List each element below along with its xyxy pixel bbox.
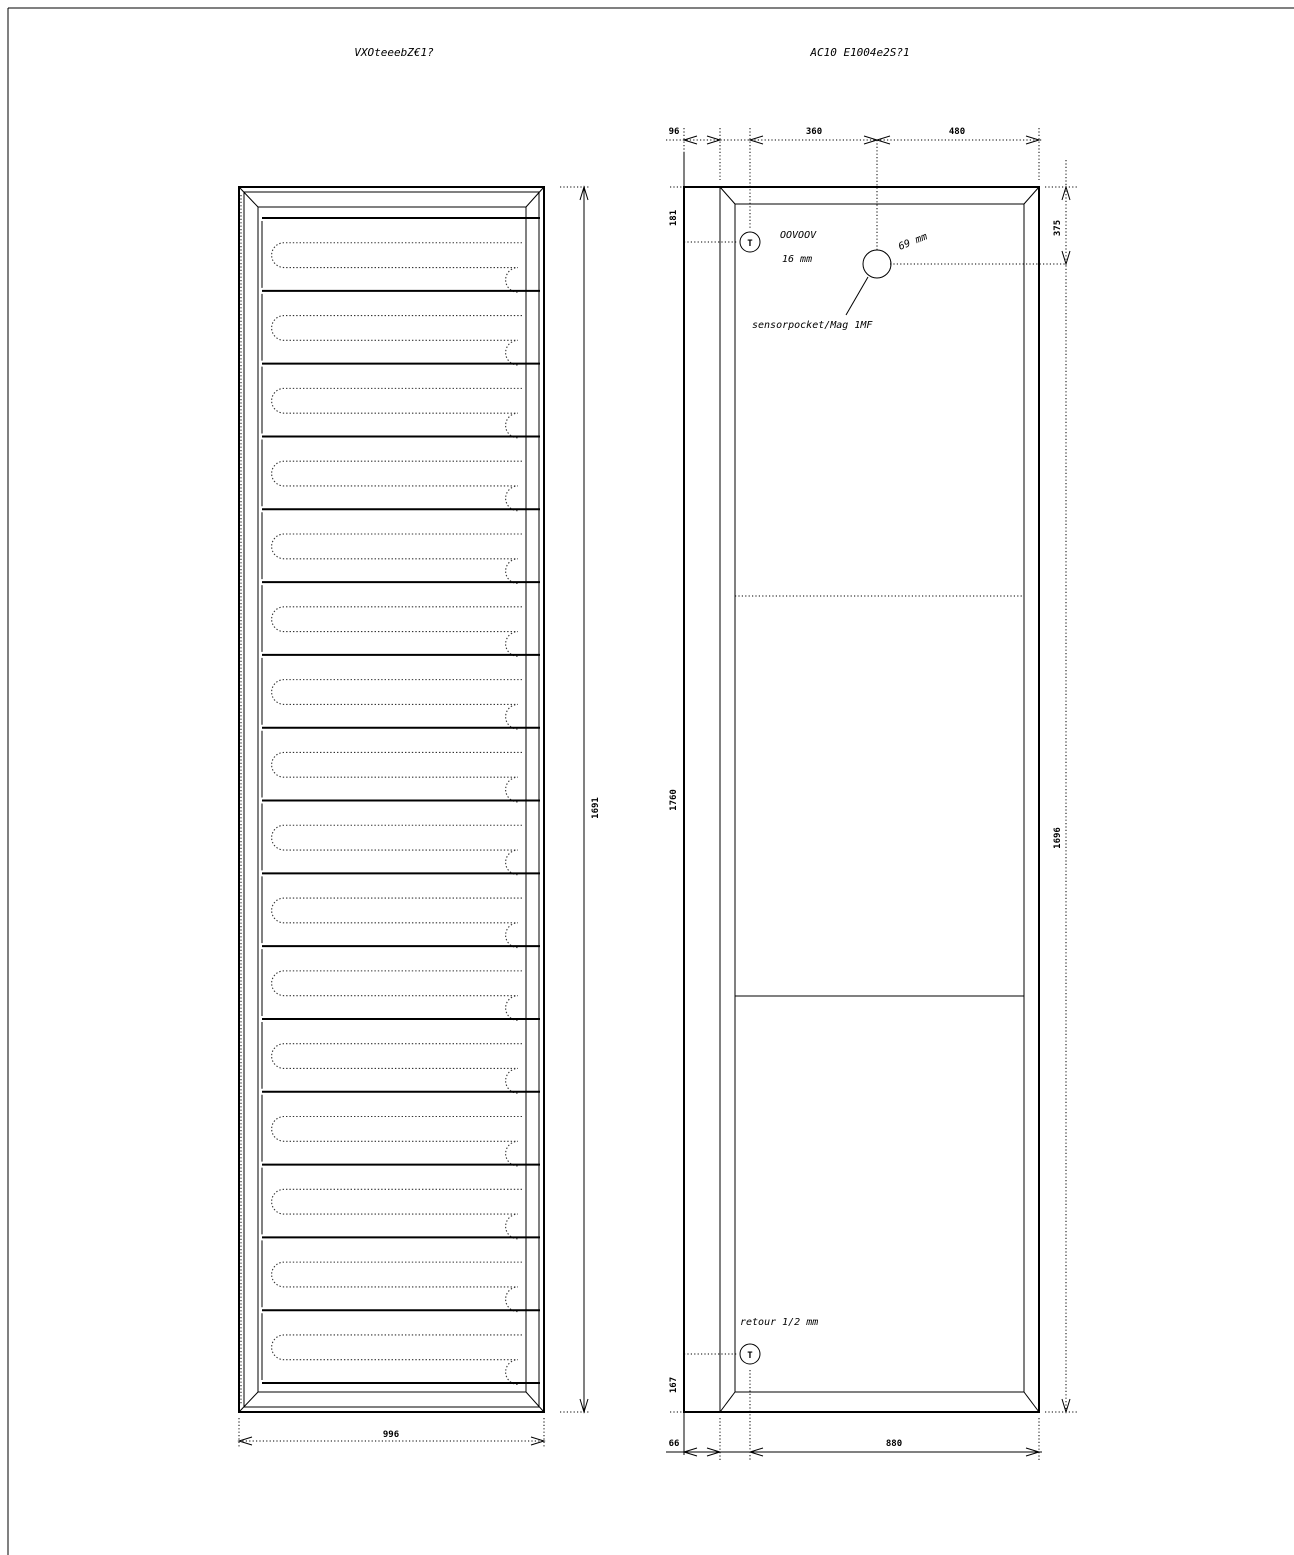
return-port-note: retour 1/2 mm — [740, 1317, 818, 1328]
supply-port-mark: T — [747, 239, 753, 249]
left-bottom-dim: 167 — [669, 1377, 679, 1393]
left-view: 1691 996 — [237, 185, 601, 1448]
top-dim-2: 360 — [806, 127, 822, 137]
heating-coil — [271, 242, 522, 293]
heating-coil — [271, 1188, 522, 1240]
heating-coil — [271, 1115, 522, 1167]
heating-coil — [271, 824, 522, 876]
sensor-pocket — [862, 249, 892, 279]
right-height-dim: 1696 — [1053, 827, 1063, 849]
heating-coil — [271, 387, 522, 439]
left-height-dim: 1760 — [669, 789, 679, 811]
heating-coil — [271, 606, 522, 657]
top-dim-3: 480 — [949, 127, 965, 137]
left-width-dim-label: 996 — [383, 1430, 399, 1440]
right-panel-outer-frame — [683, 186, 1040, 1413]
heating-coil — [271, 1334, 522, 1386]
heating-coil — [271, 751, 522, 803]
heating-coil — [271, 533, 522, 585]
heating-coil — [271, 1043, 522, 1094]
heating-coil-stack — [261, 217, 540, 1386]
right-top-dim: 375 — [1053, 220, 1063, 236]
return-port-mark: T — [747, 1351, 753, 1361]
sensor-label-note: sensorpocket/Mag 1MF — [752, 320, 873, 331]
sensor-size-note: 69 mm — [897, 231, 929, 252]
heating-coil — [271, 897, 522, 949]
right-panel-border — [719, 186, 1040, 1413]
left-top-dim: 181 — [669, 210, 679, 226]
right-panel-inner-frame — [734, 203, 1025, 1393]
return-port — [739, 1343, 761, 1365]
sensor-leader-line — [845, 276, 869, 316]
top-port-size-note: 16 mm — [782, 254, 812, 265]
top-dim-1: 96 — [669, 127, 680, 137]
right-view: T T OOVOOV 16 mm 69 mm sensorpocket/Mag … — [666, 127, 1078, 1460]
left-view-title: VXOteeebZ€1? — [354, 46, 434, 59]
heating-coil — [271, 679, 522, 730]
top-port-note: OOVOOV — [780, 230, 817, 241]
left-height-dim-label: 1691 — [591, 797, 601, 819]
heating-coil — [271, 460, 522, 512]
left-panel-outer-frame — [238, 186, 545, 1413]
right-view-title: AC10 E1004e2S?1 — [809, 46, 909, 59]
heating-coil — [271, 315, 522, 366]
bottom-dim-1: 66 — [669, 1439, 680, 1449]
heating-coil — [271, 1261, 522, 1313]
bottom-dim-2: 880 — [886, 1439, 902, 1449]
supply-port — [739, 231, 761, 253]
heating-coil — [271, 970, 522, 1021]
